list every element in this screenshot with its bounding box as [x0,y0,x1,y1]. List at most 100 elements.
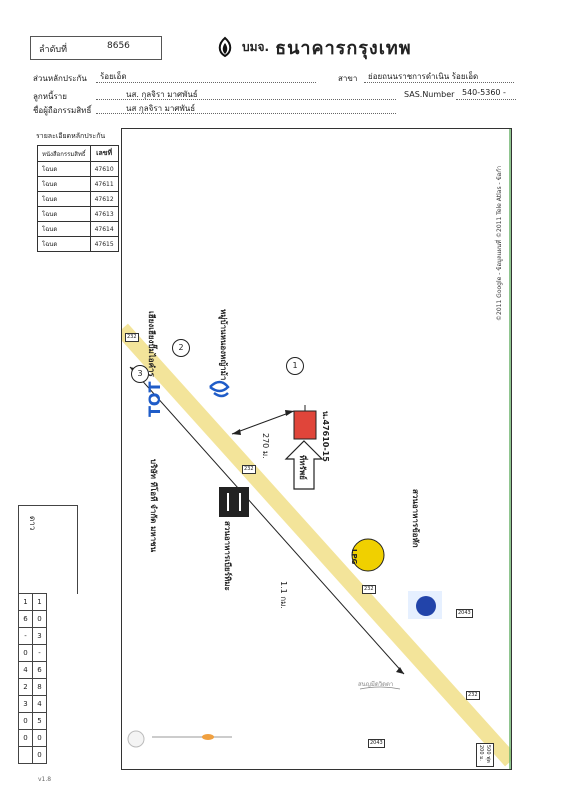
road-shield-232: 232 [466,691,480,700]
side-cell [18,746,33,764]
map-canvas: TOT [122,129,511,769]
arrowhead-icon [285,410,294,416]
branch-owner-value: ร้อยเอ็ด [100,72,127,81]
side-cell: 1 [32,593,47,611]
marker-3: 3 [131,365,149,383]
side-tab: ดาว [18,505,78,594]
divider [96,82,316,83]
map-scale: 200 ม. 500 ฟุต [476,743,494,767]
collateral-col-no: เลขที่ [89,145,119,162]
lpg-label: LPG [350,549,358,565]
cell-type: โฉนด [37,236,91,252]
cell-no: 47613 [89,206,119,222]
table-row: -3 [18,627,47,645]
side-cell: 1 [18,593,33,611]
road-232 [122,323,511,767]
divider [96,99,396,100]
parcel-marker [293,410,317,440]
branch-owner-label: ส่วนหลักประกัน [33,74,87,83]
owner-label: ชื่อผู้ถือกรรมสิทธิ์ [33,106,92,115]
divider [96,113,396,114]
side-cell: 0 [18,644,33,662]
side-cell: 0 [32,746,47,764]
cell-no: 47610 [89,161,119,177]
lpg-icon [351,538,385,572]
sas-label: SAS.Number [404,90,455,99]
sas-value: 540-5360 - [462,88,506,97]
property-arrow-icon [284,440,324,490]
side-cell: 0 [18,712,33,730]
plate-circle [416,596,436,616]
side-cell: 4 [18,661,33,679]
doc-no-label: ลำดับที่ [39,45,68,55]
marker-2: 2 [172,339,190,357]
zoom-handle[interactable] [202,734,214,740]
divider [456,99,516,100]
label-shop1: เฮียงเฮียงปั๊มไอคำร [147,311,156,377]
arrowhead-icon [396,667,404,674]
label-village: หมู่บ้านหนองหญ้าม้า [219,309,228,381]
bank-abbr: บมจ. [242,39,270,54]
road-shield-232: 232 [242,465,256,474]
label-dist-270: 270 ม. [261,433,270,459]
side-cell: 0 [32,729,47,747]
label-parcel: น.47610-15 [321,411,330,462]
cell-type: โฉนด [37,206,91,222]
distance-line-270m [231,410,295,435]
tot-logo: TOT [145,381,164,417]
side-cell: 6 [32,661,47,679]
road-shield-232: 232 [125,333,139,342]
side-cell: 4 [32,695,47,713]
bank-logo: บมจ. ธนาคารกรุงเทพ [214,34,412,60]
label-restaurant1: สวนอาหารเบียร์ทิมะ [223,521,232,591]
document-number-box: ลำดับที่ 8656 [30,36,162,60]
side-cell: - [32,644,47,662]
doc-no-value: 8656 [107,41,130,51]
map-panel[interactable]: TOT ©2011 Google - ข้อมูลแผนที่ ©2011 Te… [121,128,512,770]
road-shield-2043: 2043 [456,609,473,618]
side-label: ดาว [28,516,37,531]
shop-logo-icon [209,380,230,398]
debtor-label: ลูกหนี้ราย [33,92,67,101]
marker-1: 1 [286,357,304,375]
label-company: บริษัท ทีโอที จำกัด มหาชน [149,459,158,553]
label-restaurant2: สวนอาหารข้อหัก [411,489,420,548]
zoom-control-icon[interactable] [127,730,145,748]
arrowhead-icon [232,429,241,435]
side-cell: 0 [18,729,33,747]
divider [364,82,514,83]
side-cell: 3 [32,627,47,645]
page-footer: v1.8 [38,776,52,783]
road-shield-2043: 2043 [368,739,385,748]
scale-feet: 500 ฟุต [485,745,491,763]
road-shield-232: 232 [362,585,376,594]
side-cell: - [18,627,33,645]
side-cell: 0 [32,610,47,628]
label-dist-1km: 1.1 กม. [279,581,288,609]
collateral-col-type: หนังสือกรรมสิทธิ์ [37,145,91,162]
side-cell: 8 [32,678,47,696]
collateral-title: รายละเอียดหลักประกัน [36,132,106,140]
branch-value: ย่อยถนนราชการดำเนิน ร้อยเอ็ด [368,72,479,81]
cell-no: 47611 [89,176,119,192]
cell-type: โฉนด [37,191,91,207]
side-cell: 5 [32,712,47,730]
cell-no: 47615 [89,236,119,252]
cell-type: โฉนด [37,176,91,192]
side-cell: 3 [18,695,33,713]
bank-name: ธนาคารกรุงเทพ [275,37,412,59]
side-cell: 6 [18,610,33,628]
distance-line-1km [129,366,405,675]
